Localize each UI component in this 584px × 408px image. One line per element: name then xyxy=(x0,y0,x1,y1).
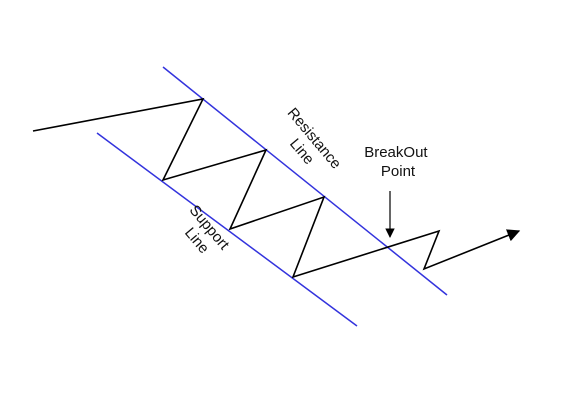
breakout-label: BreakOut Point xyxy=(364,144,432,180)
breakout-label-line2: Point xyxy=(381,163,416,180)
resistance-label-line1: Resistance xyxy=(284,105,345,173)
resistance-label: Resistance Line xyxy=(270,105,347,188)
resistance-line xyxy=(162,66,448,296)
support-label: Support Line xyxy=(172,202,235,268)
breakout-label-line1: BreakOut xyxy=(364,144,428,161)
support-line xyxy=(96,132,358,327)
price-path xyxy=(32,97,521,279)
